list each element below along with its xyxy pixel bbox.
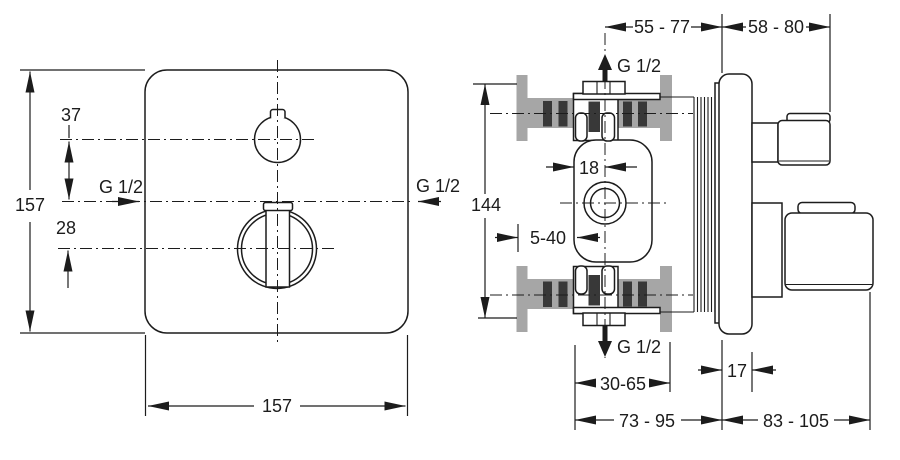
thermostat-knob-side: [751, 201, 874, 298]
top-hex-nut: [582, 80, 626, 95]
diverter-stem: [751, 122, 779, 163]
dim-rough-in-depth: 55 - 77: [605, 17, 722, 37]
side-view: G 1/2 G 1/2 55 - 77: [471, 14, 874, 431]
dim-bracket-height: 144: [471, 84, 501, 318]
front-view: 157 37 28 157 G 1/2 G 1/2: [15, 60, 460, 416]
threaded-sleeve: [660, 96, 716, 313]
dim-valve-depth: 73 - 95: [575, 411, 722, 431]
pipe-section-bottom-right: [615, 279, 660, 309]
left-inlet-callout: G 1/2: [99, 177, 143, 206]
clamp-tab: [601, 112, 616, 142]
side-centerlines: [490, 33, 693, 358]
trim-depth-label: 58 - 80: [748, 17, 804, 37]
dim-wall-depth: 30-65: [575, 374, 670, 394]
bottom-outlet-label: G 1/2: [617, 337, 661, 357]
valve-body: [573, 112, 653, 295]
plaster-depth-label: 5-40: [530, 228, 566, 248]
front-width-label: 157: [262, 396, 292, 416]
dim-top-knob-offset: 37: [61, 105, 81, 200]
bracket-flange-top-right: [660, 75, 672, 141]
front-centerlines: [58, 60, 413, 342]
bracket-flange-bottom-right: [660, 266, 672, 332]
bracket-flange-top-left: [516, 75, 528, 141]
front-height-label: 157: [15, 195, 45, 215]
top-outlet-callout: G 1/2: [598, 54, 661, 82]
bottom-hex-nut: [582, 312, 626, 327]
right-inlet-label: G 1/2: [416, 176, 460, 196]
bottom-outlet-callout: G 1/2: [598, 326, 661, 357]
top-outlet-label: G 1/2: [617, 56, 661, 76]
overall-depth-label: 83 - 105: [763, 411, 829, 431]
bracket-height-label: 144: [471, 195, 501, 215]
clamp-tab: [574, 265, 588, 295]
dim-front-height: 157: [15, 71, 45, 332]
diverter-knob-side: [751, 112, 831, 166]
right-inlet-callout: G 1/2: [416, 176, 460, 206]
diverter-knob: [253, 108, 302, 164]
top-knob-offset-label: 37: [61, 105, 81, 125]
valve-depth-label: 73 - 95: [619, 411, 675, 431]
escutcheon-plate: [718, 73, 753, 335]
clamp-tab: [601, 265, 616, 295]
dim-plaster-depth: 5-40: [495, 228, 600, 248]
dim-axis-offset: 18: [546, 158, 637, 178]
dim-bottom-knob-offset: 28: [56, 218, 76, 288]
axis-offset-label: 18: [579, 158, 599, 178]
rough-in-depth-label: 55 - 77: [634, 17, 690, 37]
bracket-flange-bottom-left: [516, 266, 528, 332]
wall-depth-label: 30-65: [600, 374, 646, 394]
dim-escutcheon-depth: 17: [698, 361, 776, 381]
dim-trim-depth: 58 - 80: [722, 17, 830, 37]
thermostat-cap-step: [797, 201, 856, 215]
thermostat-stem: [751, 202, 783, 298]
dim-front-width: 157: [148, 396, 406, 416]
dim-overall-depth: 83 - 105: [722, 411, 870, 431]
bottom-knob-offset-label: 28: [56, 218, 76, 238]
front-extension-lines: [20, 69, 409, 416]
escutcheon-depth-label: 17: [727, 361, 747, 381]
clamp-tab: [574, 112, 588, 142]
left-inlet-label: G 1/2: [99, 177, 143, 197]
escutcheon: [714, 73, 753, 335]
